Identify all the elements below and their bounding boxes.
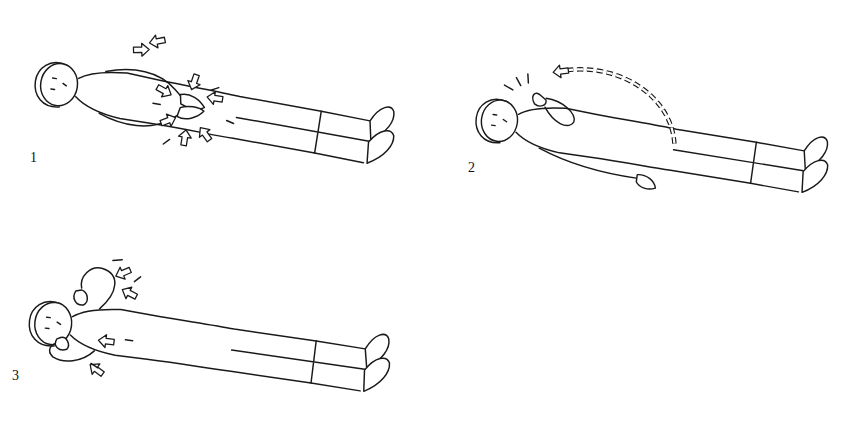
motion-dash — [504, 71, 530, 92]
figure-2 — [470, 53, 837, 214]
hand — [177, 105, 204, 122]
dashed-arc — [559, 66, 683, 143]
arrow — [113, 264, 132, 282]
panel-number: 1 — [30, 150, 37, 166]
hand — [73, 289, 88, 306]
arrow — [159, 112, 178, 130]
arrow — [148, 34, 166, 50]
figure — [472, 89, 831, 195]
figure — [26, 291, 393, 394]
motion-dash — [91, 336, 133, 372]
panel-number: 3 — [12, 368, 19, 384]
figure-1 — [29, 15, 404, 179]
dashed-arc — [559, 66, 683, 143]
motion-dash — [147, 78, 239, 155]
arm — [543, 98, 577, 126]
arrow — [552, 64, 569, 78]
arrow — [185, 73, 202, 92]
hand — [55, 337, 70, 351]
arrow — [154, 82, 174, 101]
arrow — [119, 284, 139, 303]
hand — [532, 93, 547, 107]
arm — [537, 148, 640, 178]
motion-dash — [111, 259, 143, 283]
arm — [98, 99, 183, 133]
arrow — [195, 124, 215, 144]
figure — [31, 52, 398, 167]
panel-number: 2 — [468, 160, 475, 176]
arrow — [133, 43, 149, 56]
arrow — [206, 91, 223, 106]
arrow — [98, 334, 115, 349]
arrow — [177, 129, 192, 146]
arm — [103, 65, 188, 100]
hand — [636, 174, 657, 190]
arrow — [86, 360, 106, 380]
figure-3 — [23, 249, 398, 414]
